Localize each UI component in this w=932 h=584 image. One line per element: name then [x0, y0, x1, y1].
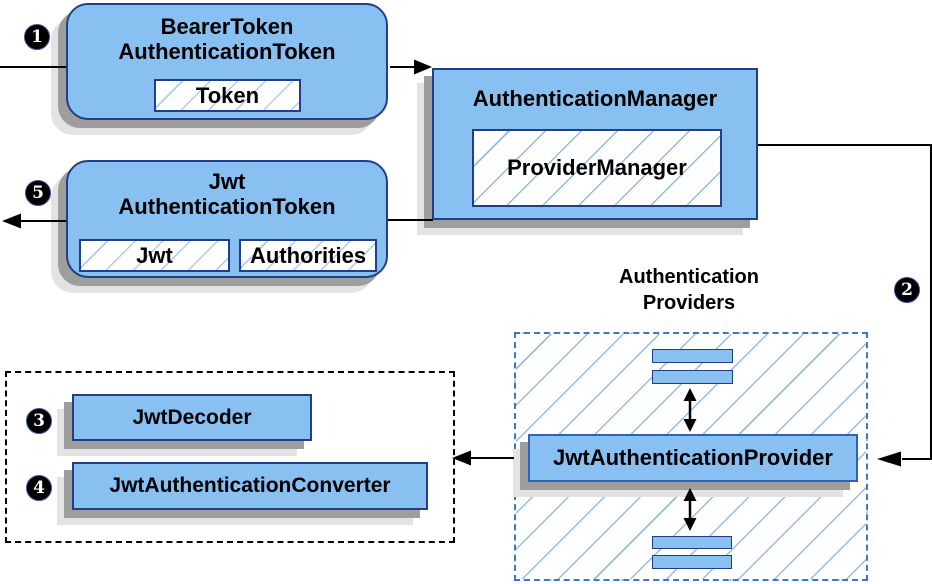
jwt-authentication-token-node: Jwt AuthenticationToken Jwt Authorities: [66, 160, 388, 278]
bearer-token-authentication-token-title: BearerToken AuthenticationToken: [68, 14, 386, 64]
jwt-authentication-provider-node: JwtAuthenticationProvider: [528, 434, 858, 482]
jwt-authentication-converter-title: JwtAuthenticationConverter: [109, 474, 391, 497]
manager-to-provider-arrowhead: [877, 451, 901, 467]
bearer-token-title-line1: BearerToken: [160, 14, 294, 39]
provider-manager-field-label: ProviderManager: [507, 155, 687, 180]
token-field-label: Token: [195, 82, 260, 108]
step-badge-5: 5: [25, 180, 51, 206]
jwt-authentication-provider-title: JwtAuthenticationProvider: [553, 445, 833, 470]
step-badge-5-number: 5: [32, 182, 44, 203]
jwt-authentication-converter-node: JwtAuthenticationConverter: [72, 462, 428, 510]
provider-list-bar-2: [652, 370, 733, 384]
provider-list-bar-4: [652, 555, 732, 569]
jwt-field: Jwt: [79, 239, 230, 272]
bearer-token-authentication-token-node: BearerToken AuthenticationToken Token: [66, 3, 388, 120]
jwt-field-label: Jwt: [136, 242, 173, 268]
authentication-manager-node: AuthenticationManager ProviderManager: [432, 68, 758, 220]
authentication-manager-title: AuthenticationManager: [434, 86, 756, 111]
provider-manager-field: ProviderManager: [472, 129, 722, 207]
jwt-token-title-line2: AuthenticationToken: [118, 194, 336, 219]
step-badge-1-number: 1: [31, 26, 43, 47]
jwt-decoder-title: JwtDecoder: [132, 405, 252, 429]
step-badge-4: 4: [26, 475, 52, 501]
bearer-token-title-line2: AuthenticationToken: [118, 39, 336, 64]
outgoing-result-arrowhead: [2, 213, 21, 229]
provider-list-bar-3: [652, 536, 732, 549]
step-badge-2: 2: [894, 277, 920, 303]
token-field: Token: [154, 79, 301, 112]
jwt-token-title-line1: Jwt: [208, 169, 246, 194]
step-badge-3-number: 3: [33, 410, 45, 431]
step-badge-3: 3: [26, 408, 52, 434]
step-badge-1: 1: [24, 24, 50, 50]
authentication-manager-title-text: AuthenticationManager: [472, 86, 718, 111]
authentication-providers-label-line1: Authentication: [619, 266, 759, 288]
bearer-to-manager-arrowhead: [414, 59, 432, 75]
jwt-decoder-node: JwtDecoder: [72, 394, 312, 441]
authorities-field: Authorities: [239, 239, 377, 272]
jwt-authentication-token-title: Jwt AuthenticationToken: [68, 169, 386, 219]
step-badge-2-number: 2: [901, 279, 913, 300]
provider-list-bar-1: [652, 349, 733, 363]
step-badge-4-number: 4: [33, 477, 45, 498]
authorities-field-label: Authorities: [249, 242, 367, 268]
authentication-providers-label: Authentication Providers: [588, 264, 790, 316]
authentication-providers-label-line2: Providers: [642, 292, 736, 314]
